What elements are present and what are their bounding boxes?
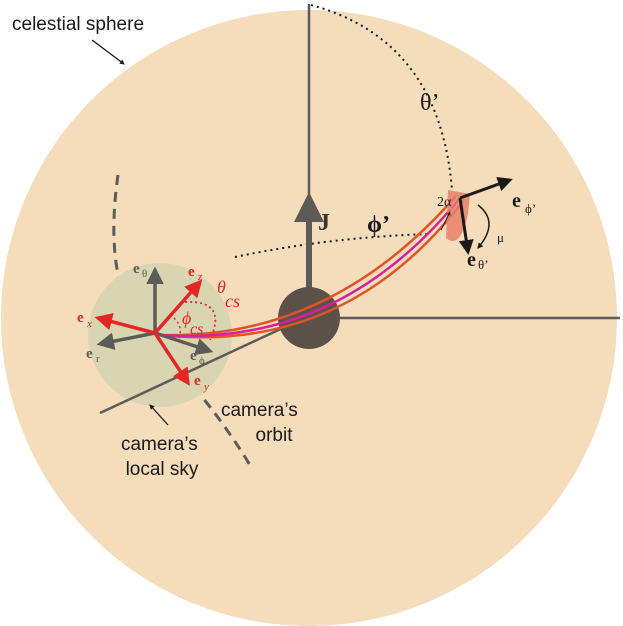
orbit-line2: orbit [256, 425, 294, 446]
orbit-label: camera’s orbit [221, 400, 303, 446]
phi-prime-arc [234, 233, 431, 258]
e-phi-prime-base: e [512, 190, 521, 212]
e-r-vector [96, 331, 156, 350]
theta-prime-arc [310, 4, 453, 191]
e-theta-sub: θ [142, 268, 147, 280]
local-sky-label: camera’s local sky [121, 434, 203, 480]
phi-cs-sub: cs [190, 321, 203, 338]
e-theta-prime-base: e [467, 249, 476, 271]
e-theta-prime-vector [458, 197, 474, 255]
phi-cs-symbol: ϕ [182, 308, 191, 328]
e-y-sub: y [203, 381, 209, 393]
e-phi-base: e [190, 348, 197, 364]
e-theta-base: e [133, 261, 140, 277]
two-alpha-label: 2α [437, 195, 452, 210]
local-sky-line1: camera’s [121, 434, 198, 455]
ray-outer-upper [159, 195, 457, 337]
e-phi-prime-vector [459, 177, 513, 200]
e-phi-sub: ϕ [199, 355, 205, 367]
e-x-base: e [77, 310, 84, 326]
theta-cs-sub: cs [225, 291, 240, 311]
two-alpha-tick [440, 211, 451, 231]
e-r-base: e [86, 346, 93, 362]
e-phi-vector [154, 331, 214, 355]
camera-to-bh-line [99, 318, 301, 415]
ray-central [159, 197, 461, 338]
J-label: J [318, 210, 330, 236]
e-z-vector [153, 279, 203, 335]
e-x-vector [94, 313, 156, 335]
e-y-base: e [194, 373, 201, 389]
celestial-sphere-pointer [91, 39, 125, 65]
e-r-sub: r [96, 353, 100, 365]
image-spot [446, 190, 470, 241]
e-theta-prime-sub: θ’ [478, 257, 489, 272]
theta-prime-label: θ’ [420, 90, 440, 116]
e-phi-prime-sub: ϕ’ [525, 201, 536, 216]
e-y-vector [153, 332, 190, 386]
celestial-sphere-label: celestial sphere [12, 14, 144, 35]
theta-cs-arc [184, 301, 217, 341]
orbit-line1: camera’s [221, 400, 298, 421]
phi-prime-label: ϕ’ [367, 212, 390, 238]
mu-arc [477, 204, 490, 249]
ray-outer-lower [159, 199, 465, 339]
e-z-sub: z [197, 271, 203, 283]
local-sky-pointer [149, 404, 169, 426]
local-sky-line2: local sky [126, 459, 199, 480]
e-z-base: e [188, 264, 195, 280]
e-x-sub: x [86, 318, 92, 330]
theta-cs-symbol: θ [217, 277, 226, 297]
mu-label: μ [497, 230, 504, 245]
phi-cs-arc [169, 314, 181, 341]
